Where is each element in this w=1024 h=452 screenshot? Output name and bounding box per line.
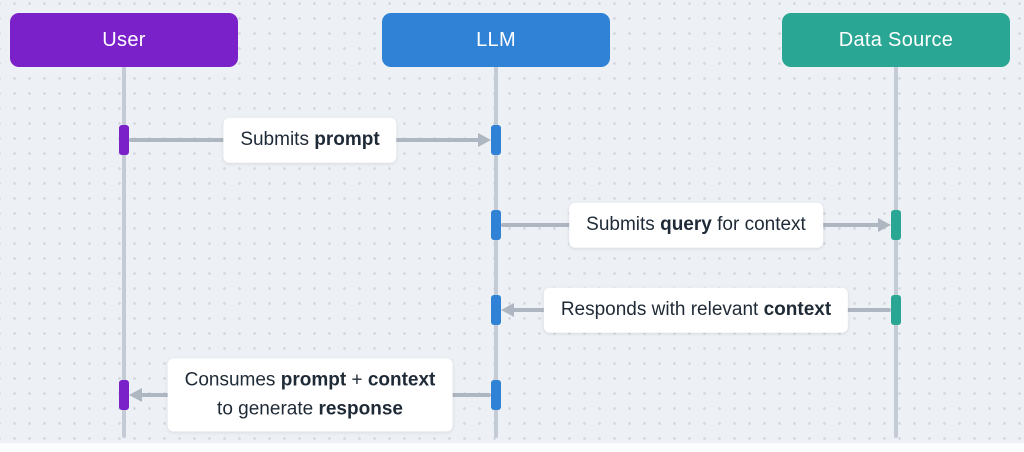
message-label-consumes-prompt-plus-context: Consumes prompt + context to generate res… — [167, 358, 453, 432]
lifeline-user — [122, 66, 126, 438]
lifeline-llm — [494, 66, 498, 438]
message-label-line: Responds with relevant context — [560, 298, 832, 320]
actor-box-llm: LLM — [382, 13, 610, 67]
actor-label-data-source: Data Source — [838, 28, 954, 51]
message-label-line: Consumes prompt + context — [184, 369, 436, 391]
message-arrowhead — [129, 388, 142, 402]
message-label-line: Submits prompt — [240, 128, 380, 150]
lifeline-data-source — [894, 66, 898, 438]
activation-bar-llm — [491, 125, 501, 155]
message-label-submits-prompt: Submits prompt — [223, 117, 397, 163]
activation-bar-llm — [491, 295, 501, 325]
message-arrowhead — [478, 133, 491, 147]
message-arrowhead — [501, 303, 514, 317]
actor-label-llm: LLM — [476, 28, 516, 51]
message-arrowhead — [878, 218, 891, 232]
activation-bar-user — [119, 125, 129, 155]
message-label-line: Submits query for context — [586, 213, 806, 235]
activation-bar-data_source — [891, 210, 901, 240]
activation-bar-llm — [491, 380, 501, 410]
message-label-submits-query-for-context: Submits query for context — [569, 202, 823, 248]
actor-box-data-source: Data Source — [782, 13, 1010, 67]
actor-box-user: User — [10, 13, 238, 67]
message-label-responds-with-relevant-context: Responds with relevant context — [543, 287, 849, 333]
activation-bar-data_source — [891, 295, 901, 325]
activation-bar-llm — [491, 210, 501, 240]
actor-label-user: User — [102, 28, 146, 51]
message-label-line: to generate response — [217, 398, 403, 419]
activation-bar-user — [119, 380, 129, 410]
bottom-edge-strip — [0, 443, 1024, 452]
